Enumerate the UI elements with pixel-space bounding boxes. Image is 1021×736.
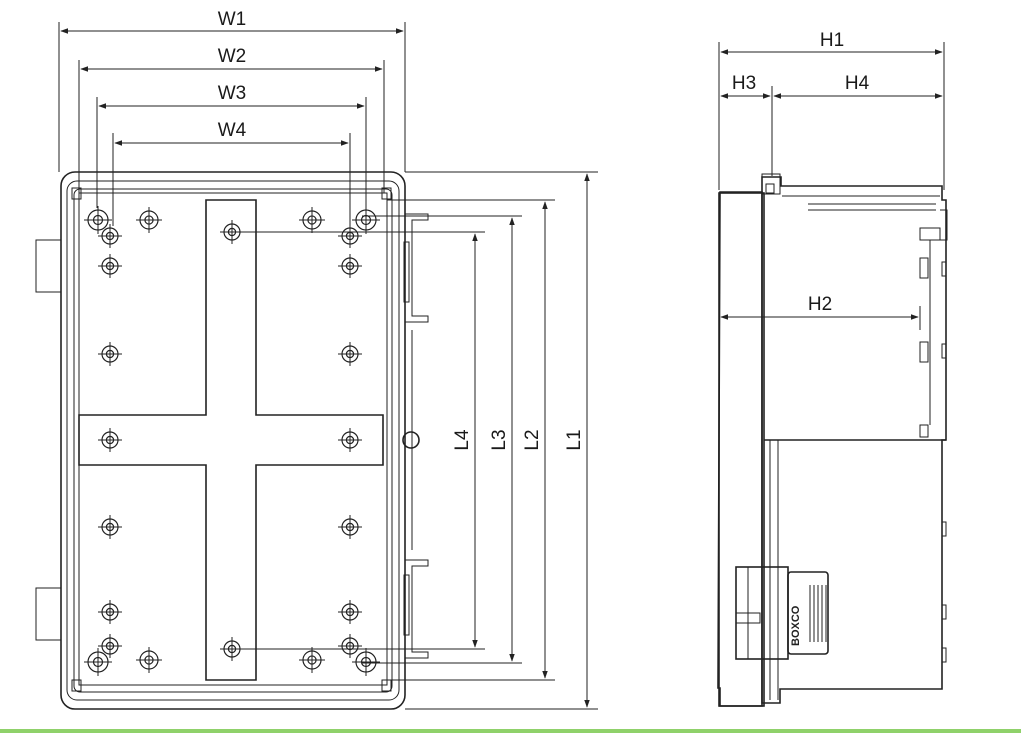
mounting-hole <box>98 515 122 539</box>
length-dimensions <box>232 171 598 710</box>
mounting-hole <box>98 634 122 658</box>
dimension-label-w1: W1 <box>218 9 247 30</box>
corner-clip <box>381 187 392 200</box>
mounting-holes <box>98 207 362 673</box>
mounting-hole <box>338 428 362 452</box>
latch-logo: BOXCO <box>790 605 802 646</box>
front-view: W1 W2 W3 W4 L1 L2 L3 L4 <box>35 9 598 710</box>
mounting-hole <box>338 224 362 248</box>
hinge-top <box>35 239 62 293</box>
corner-screws <box>71 187 392 692</box>
corner-screw <box>84 648 112 676</box>
mounting-hole <box>338 254 362 278</box>
height-dimensions <box>718 42 945 330</box>
dimension-label-l1: L1 <box>564 429 585 450</box>
dimension-label-l2: L2 <box>522 429 543 450</box>
corner-screw <box>84 206 112 234</box>
enclosure-cavity <box>73 188 393 693</box>
side-body-back <box>718 192 765 707</box>
dimension-label-h1: H1 <box>820 30 844 51</box>
mounting-hole <box>338 634 362 658</box>
corner-clip <box>381 679 392 692</box>
side-edge-ribs <box>919 209 948 663</box>
mounting-plate <box>78 192 388 686</box>
dimension-label-h2: H2 <box>808 294 832 315</box>
dimension-label-h3: H3 <box>732 73 756 94</box>
dimension-label-w4: W4 <box>218 120 247 141</box>
dimension-label-w3: W3 <box>218 83 247 104</box>
mounting-hole <box>98 428 122 452</box>
mounting-hole <box>98 600 122 624</box>
enclosure-inner-rim <box>66 180 400 701</box>
corner-screw <box>352 648 380 676</box>
mounting-hole <box>338 600 362 624</box>
side-latch: BOXCO <box>735 566 829 660</box>
dimension-label-l4: L4 <box>452 429 473 451</box>
dimension-label-w2: W2 <box>218 46 247 67</box>
mounting-hole <box>98 342 122 366</box>
dimension-label-h4: H4 <box>845 73 870 94</box>
mounting-hole <box>338 515 362 539</box>
mounting-hole <box>98 254 122 278</box>
mounting-hole <box>98 224 122 248</box>
corner-screw <box>352 206 380 234</box>
corner-clip <box>71 187 82 200</box>
mounting-hole <box>338 342 362 366</box>
enclosure-outer-body <box>60 171 406 710</box>
right-latch-rail <box>402 213 429 659</box>
side-body-outline <box>717 191 763 707</box>
plate-slot-hole <box>136 207 162 233</box>
plate-slot-hole <box>299 647 325 673</box>
corner-clip <box>71 679 82 692</box>
dimension-label-l3: L3 <box>489 429 510 450</box>
width-dimensions <box>58 22 406 226</box>
bottom-accent-rule <box>0 729 1021 733</box>
side-view: BOXCO H1 H3 H4 H2 <box>717 30 948 707</box>
plate-slot-hole <box>299 207 325 233</box>
plate-slot-hole <box>136 647 162 673</box>
hinge-bottom <box>35 587 62 641</box>
